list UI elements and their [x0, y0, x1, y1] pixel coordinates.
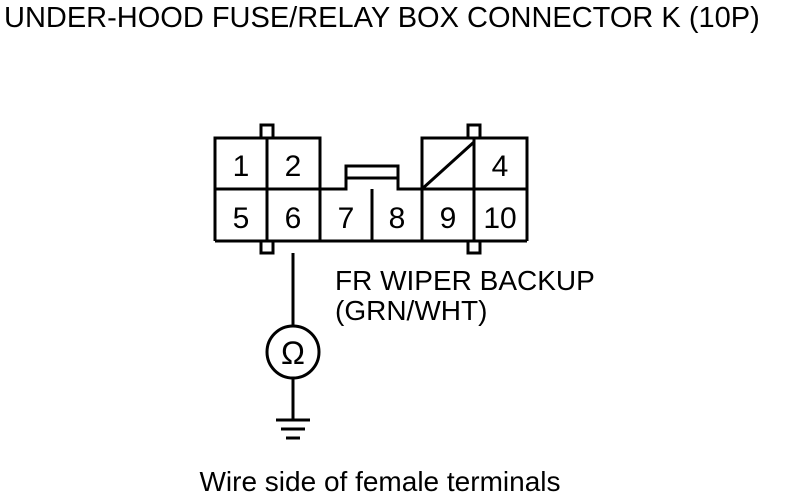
terminal-4-label: 4: [492, 150, 509, 183]
terminal-9-label: 9: [440, 202, 457, 235]
terminal-10-label: 10: [483, 202, 516, 235]
terminal-8-label: 8: [389, 202, 406, 235]
guide-notch-bottom-right: [466, 239, 482, 255]
ohm-icon: Ω: [281, 335, 305, 371]
wire-color-code: (GRN/WHT): [335, 295, 488, 326]
terminal-6-label: 6: [285, 202, 302, 235]
empty-cavity-3-slash: [420, 140, 476, 191]
terminal-2-label: 2: [285, 150, 302, 183]
terminal-5-label: 5: [233, 202, 250, 235]
wire-label: FR WIPER BACKUP (GRN/WHT): [335, 266, 595, 326]
guide-notch-bottom-left: [259, 239, 275, 255]
guide-notch-top-left: [259, 123, 275, 140]
diagram-title: UNDER-HOOD FUSE/RELAY BOX CONNECTOR K (1…: [4, 2, 760, 34]
terminal-7-label: 7: [338, 202, 355, 235]
guide-notch-top-right: [466, 123, 482, 140]
terminal-1-label: 1: [233, 150, 250, 183]
diagram-caption: Wire side of female terminals: [199, 466, 561, 497]
wire-name: FR WIPER BACKUP: [335, 265, 595, 296]
connector-lock-tab: [320, 164, 422, 191]
